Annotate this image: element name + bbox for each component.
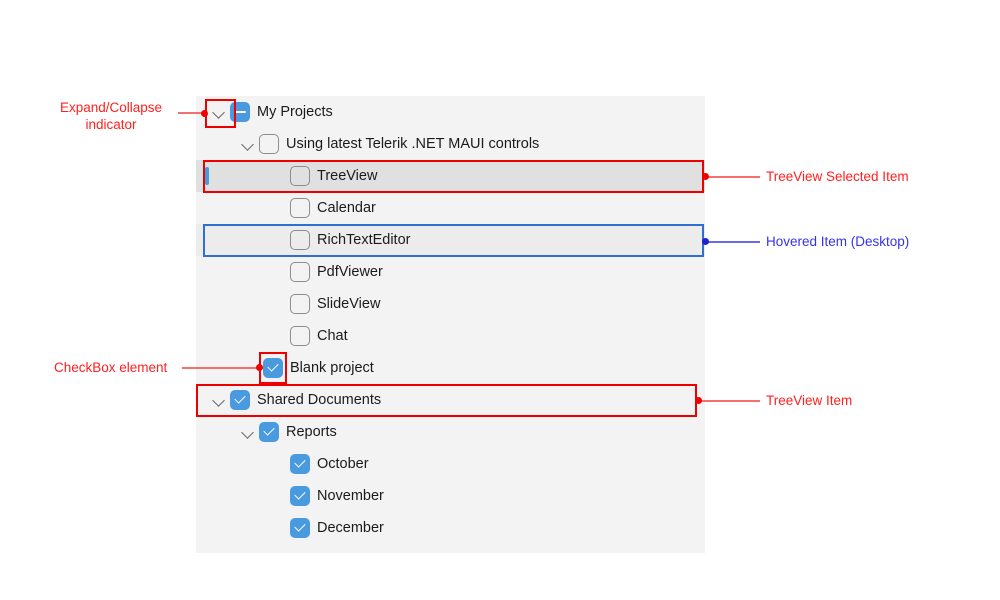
callout-dot-treeview-selected-item — [702, 173, 709, 180]
checkbox-unchecked[interactable] — [259, 134, 279, 154]
treeview-row-shared-documents[interactable]: Shared Documents — [196, 384, 705, 416]
callout-leader-treeview-selected-item — [707, 176, 760, 178]
chevron-down-icon[interactable] — [208, 101, 230, 123]
treeview-item-label: TreeView — [317, 167, 378, 184]
callout-leader-treeview-item — [700, 400, 760, 402]
treeview-item-label: RichTextEditor — [317, 231, 411, 248]
treeview-row-richtexteditor-hovered[interactable]: RichTextEditor — [196, 224, 705, 256]
checkbox-unchecked[interactable] — [290, 294, 310, 314]
callout-leader-expand-collapse — [178, 112, 206, 114]
treeview-row-reports[interactable]: Reports — [196, 416, 705, 448]
checkbox-unchecked[interactable] — [290, 326, 310, 346]
treeview-item-label: Chat — [317, 327, 348, 344]
treeview-item-label: Shared Documents — [257, 391, 382, 408]
checkbox-checked[interactable] — [290, 486, 310, 506]
selection-indicator-bar — [205, 167, 209, 185]
callout-label-checkbox-element: CheckBox element — [54, 360, 168, 375]
treeview-item-label: November — [317, 487, 384, 504]
treeview-item-label: Blank project — [290, 359, 374, 376]
callout-line-1: Expand/Collapse — [59, 100, 163, 115]
checkbox-unchecked[interactable] — [290, 262, 310, 282]
callout-leader-hovered-item — [707, 241, 760, 243]
treeview-row-november[interactable]: November — [196, 480, 705, 512]
callout-label-treeview-item: TreeView Item — [766, 393, 853, 408]
callout-label-hovered-item: Hovered Item (Desktop) — [766, 234, 910, 249]
treeview-row-chat[interactable]: Chat — [196, 320, 705, 352]
callout-line-2: indicator — [85, 117, 137, 132]
callout-dot-checkbox-element — [256, 364, 263, 371]
callout-dot-treeview-item — [695, 397, 702, 404]
treeview-item-label: PdfViewer — [317, 263, 383, 280]
checkbox-checked[interactable] — [263, 358, 283, 378]
treeview-item-label: Reports — [286, 423, 337, 440]
callout-label-expand-collapse: Expand/Collapse indicator — [46, 99, 176, 133]
checkbox-unchecked[interactable] — [290, 166, 310, 186]
checkbox-indeterminate[interactable] — [230, 102, 250, 122]
treeview-row-pdfviewer[interactable]: PdfViewer — [196, 256, 705, 288]
callout-leader-checkbox-element — [182, 367, 260, 369]
checkbox-unchecked[interactable] — [290, 198, 310, 218]
checkbox-checked[interactable] — [230, 390, 250, 410]
treeview-item-label: Using latest Telerik .NET MAUI controls — [286, 135, 540, 152]
treeview-row-using-latest-telerik[interactable]: Using latest Telerik .NET MAUI controls — [196, 128, 705, 160]
chevron-down-icon[interactable] — [208, 389, 230, 411]
treeview-row-treeview-selected[interactable]: TreeView — [196, 160, 705, 192]
treeview-row-october[interactable]: October — [196, 448, 705, 480]
treeview-panel: My Projects Using latest Telerik .NET MA… — [196, 96, 705, 553]
treeview-item-label: Calendar — [317, 199, 376, 216]
checkbox-checked[interactable] — [290, 518, 310, 538]
callout-dot-expand-collapse — [201, 110, 208, 117]
treeview-row-my-projects[interactable]: My Projects — [196, 96, 705, 128]
treeview-row-slideview[interactable]: SlideView — [196, 288, 705, 320]
treeview-item-label: My Projects — [257, 103, 333, 120]
checkbox-checked[interactable] — [290, 454, 310, 474]
treeview-row-calendar[interactable]: Calendar — [196, 192, 705, 224]
checkbox-unchecked[interactable] — [290, 230, 310, 250]
callout-label-treeview-selected-item: TreeView Selected Item — [766, 169, 909, 184]
chevron-down-icon[interactable] — [237, 421, 259, 443]
treeview-row-blank-project[interactable]: Blank project — [196, 352, 705, 384]
treeview-item-label: SlideView — [317, 295, 381, 312]
treeview-item-label: October — [317, 455, 369, 472]
chevron-down-icon[interactable] — [237, 133, 259, 155]
treeview-item-label: December — [317, 519, 384, 536]
treeview-row-december[interactable]: December — [196, 512, 705, 544]
callout-dot-hovered-item — [702, 238, 709, 245]
checkbox-checked[interactable] — [259, 422, 279, 442]
